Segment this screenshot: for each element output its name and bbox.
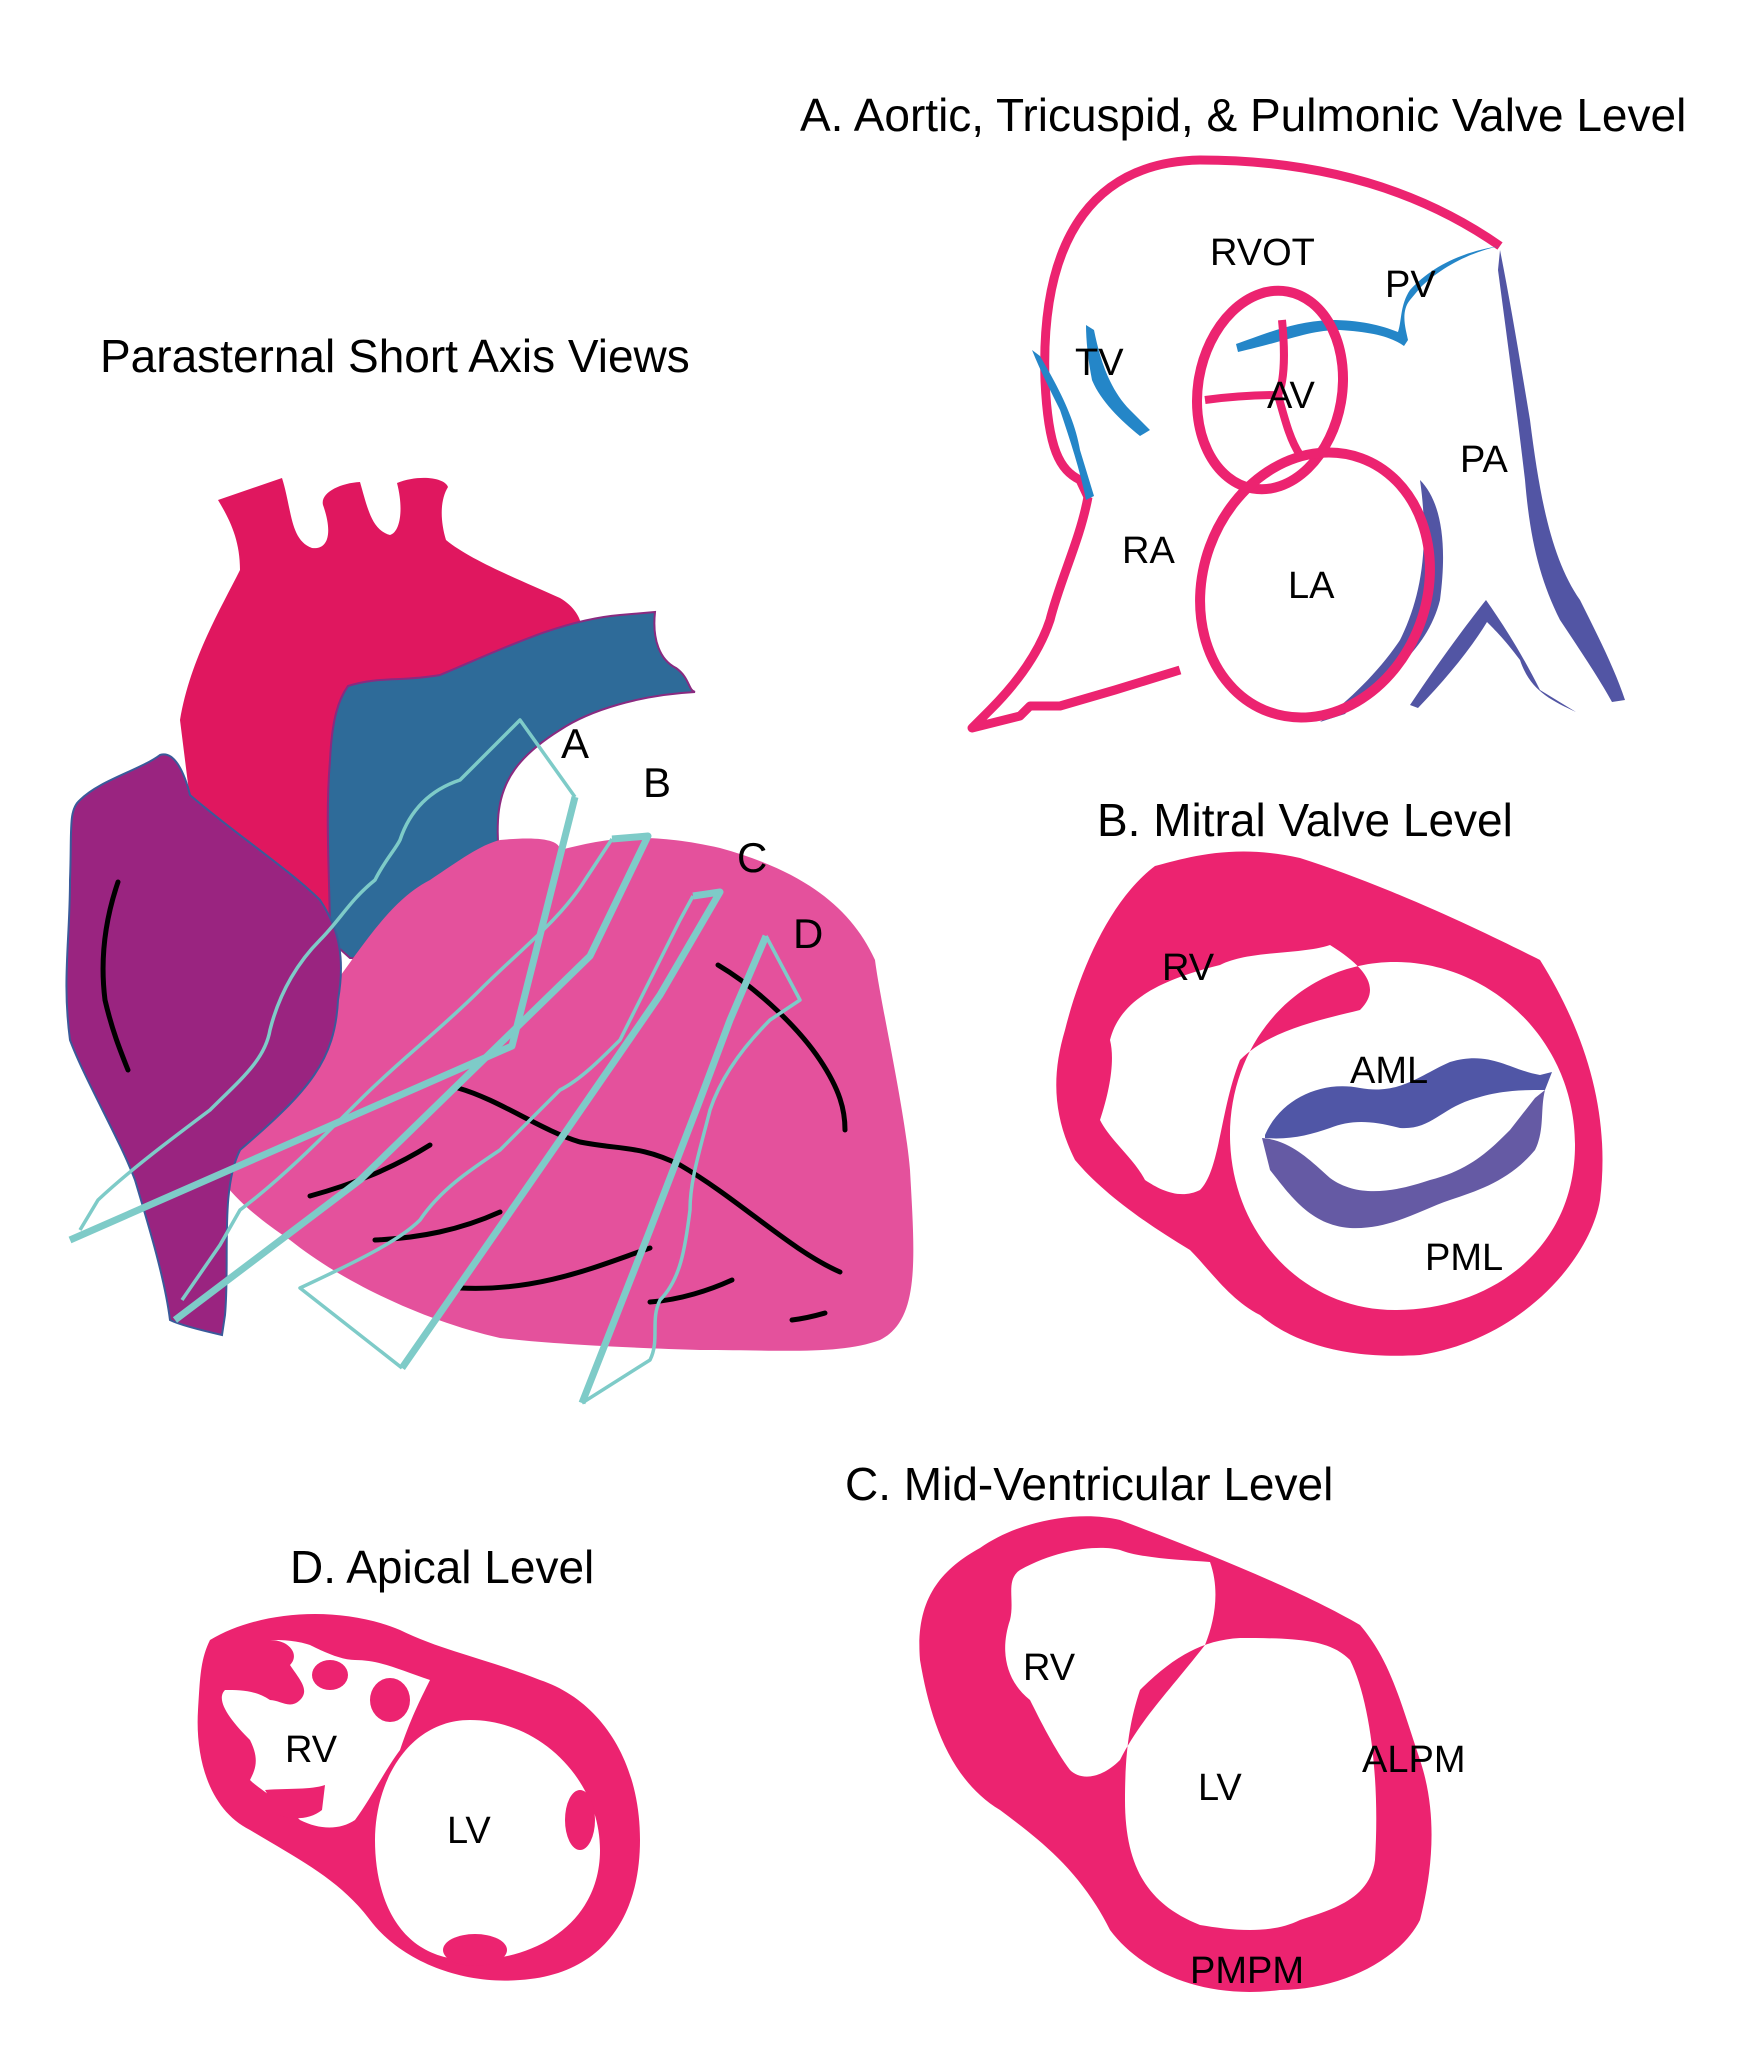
label-la: LA [1288,565,1335,607]
panel-c-title: C. Mid-Ventricular Level [845,1458,1333,1510]
label-rv: RV [1162,947,1215,989]
label-pmpm: PMPM [1190,1950,1304,1992]
panel-c-mid-ventricular-level: C. Mid-Ventricular Level RV LV ALPM PMPM [845,1458,1465,1992]
c-myocardium [919,1516,1432,1992]
pml-leaflet [1262,1090,1545,1229]
coronary-lad [715,962,848,1133]
coronary-apex [789,1310,828,1323]
scan-plane-label-d: D [793,910,823,957]
heart-illustration: Parasternal Short Axis Views [65,330,914,1405]
rvot-wall [1040,155,1503,499]
d-myocardium [197,1613,640,1981]
panel-d-apical-level: D. Apical Level RV LV [197,1541,640,1981]
pulmonary-artery [326,610,696,960]
pa-branch [1410,600,1576,712]
label-tv: TV [1075,342,1124,384]
coronary-ra [100,879,131,1073]
la-outer-blue [1320,480,1444,722]
d-trabeculae [265,1660,595,1966]
panel-b-title: B. Mitral Valve Level [1097,794,1513,846]
label-rvot: RVOT [1210,232,1315,274]
tv-leaflet-1 [1032,350,1094,500]
label-lv: LV [447,1810,491,1852]
label-pa: PA [1460,439,1509,481]
coronary-mid-3 [372,1209,503,1243]
scan-plane-label-b: B [643,759,671,806]
scan-plane-label-c: C [737,834,767,881]
tv-leaflet-2 [1086,325,1150,436]
scan-plane-d [578,934,802,1405]
scan-plane-label-a: A [561,720,589,767]
coronary-mid-1 [455,1085,843,1275]
pa-wall [1498,250,1625,702]
la-wall [1195,447,1435,723]
label-pml: PML [1425,1237,1503,1279]
label-rv: RV [285,1729,338,1771]
b-myocardium [1056,851,1603,1356]
pv-leaflet [1236,246,1500,352]
coronary-mid-2 [307,1142,433,1199]
scan-plane-b [172,832,652,1323]
label-pv: PV [1385,264,1436,306]
label-lv: LV [1198,1767,1242,1809]
panel-b-mitral-level: B. Mitral Valve Level RV AML PML [1056,794,1603,1356]
label-alpm: ALPM [1362,1739,1465,1781]
coronary-vessels [100,879,848,1323]
scan-plane-a [68,718,579,1244]
panel-a-title: A. Aortic, Tricuspid, & Pulmonic Valve L… [800,89,1686,141]
label-av: AV [1267,375,1316,417]
label-aml: AML [1350,1050,1428,1092]
right-atrium [65,753,342,1337]
panel-d-title: D. Apical Level [290,1541,594,1593]
scan-plane-c [298,888,724,1370]
coronary-lower-1 [457,1245,653,1291]
main-title: Parasternal Short Axis Views [100,330,690,382]
label-rv: RV [1023,1647,1076,1689]
scan-planes [68,718,802,1405]
aml-leaflet [1265,1058,1552,1139]
label-ra: RA [1122,530,1175,572]
ra-wall [967,496,1182,733]
ventricles [212,838,914,1351]
panel-a-valve-level: A. Aortic, Tricuspid, & Pulmonic Valve L… [800,89,1686,733]
